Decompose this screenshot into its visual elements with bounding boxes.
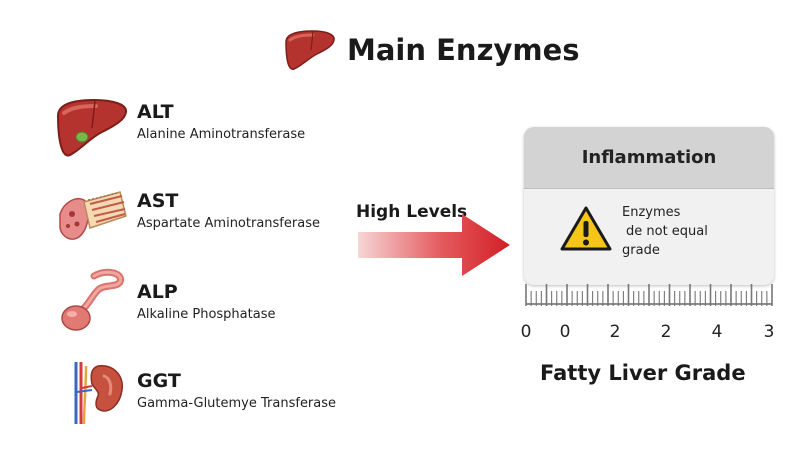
gradient-arrow [358, 214, 510, 276]
arrow-label: High Levels [356, 202, 468, 222]
kidney-icon [74, 362, 123, 425]
warning-line: grade [622, 243, 660, 258]
tick-label: 0 [559, 322, 571, 342]
enzyme-abbr-alt: ALT [137, 101, 174, 123]
warning-text: Enzymes de not equal grade [622, 203, 708, 260]
scale-label: Fatty Liver Grade [540, 361, 746, 385]
warning-line: Enzymes [622, 205, 681, 220]
tick-label: 4 [711, 322, 723, 342]
enzyme-name-alt: Alanine Aminotransferase [137, 127, 306, 142]
warning-line: de not equal [626, 224, 708, 239]
grade-ruler [525, 284, 773, 306]
tick-label: 2 [609, 322, 621, 342]
muscle-tissue-icon [59, 191, 127, 240]
enzyme-abbr-ast: AST [137, 190, 179, 212]
tick-label: 3 [763, 322, 775, 342]
page-title: Main Enzymes [347, 33, 580, 67]
enzyme-name-ggt: Gamma-Glutemye Transferase [137, 396, 337, 411]
liver-icon [56, 98, 127, 157]
enzyme-name-alp: Alkaline Phosphatase [137, 307, 276, 322]
enzyme-abbr-ggt: GGT [137, 370, 181, 392]
liver-icon [285, 30, 335, 70]
inflammation-panel: Inflammation Enzymes de not equal grade [524, 127, 774, 285]
enzyme-name-ast: Aspartate Aminotransferase [137, 216, 320, 231]
gallbladder-duct-icon [61, 268, 125, 331]
enzyme-abbr-alp: ALP [137, 281, 178, 303]
panel-header: Inflammation [524, 127, 774, 189]
tick-label: 0 [520, 322, 532, 342]
title-row: Main Enzymes [283, 26, 580, 74]
tick-label: 2 [660, 322, 672, 342]
warning-icon [560, 206, 612, 251]
